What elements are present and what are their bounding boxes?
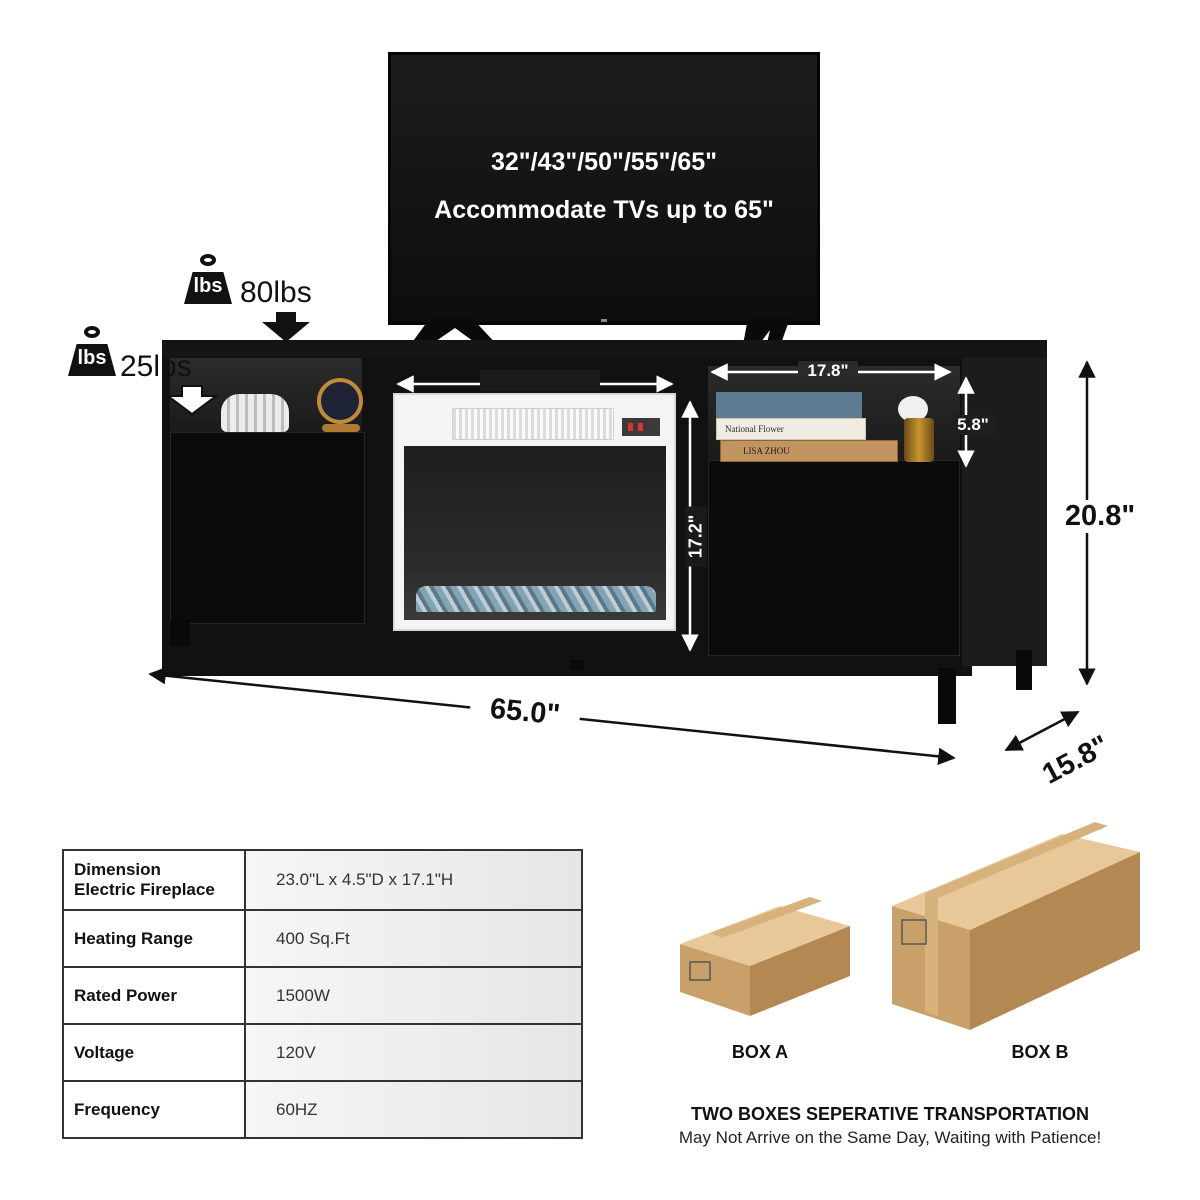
table-row: Dimension Electric Fireplace 23.0"L x 4.…: [62, 849, 583, 911]
spec-label: Dimension Electric Fireplace: [62, 849, 246, 911]
box-b-label: BOX B: [1011, 1042, 1069, 1062]
top-load-label: 80lbs: [240, 276, 312, 309]
weight-icon-ring: [84, 326, 100, 338]
spec-table: Dimension Electric Fireplace 23.0"L x 4.…: [62, 849, 583, 1139]
spec-label: Voltage: [62, 1023, 246, 1082]
cabinet-leg: [170, 620, 190, 646]
tv-screen: [388, 52, 820, 325]
spec-label: Frequency: [62, 1080, 246, 1139]
book: National Flower: [716, 418, 866, 440]
tv-logo: [601, 319, 607, 322]
book-title: National Flower: [725, 424, 784, 434]
spec-label: Heating Range: [62, 909, 246, 968]
clock-decor: [317, 378, 363, 424]
shelf-width-label: 17.8": [798, 361, 858, 381]
fireplace-control-panel: [622, 418, 660, 436]
weight-icon: lbs: [184, 272, 232, 304]
table-row: Heating Range 400 Sq.Ft: [62, 909, 583, 968]
shelf-load-label: 25lbs: [120, 350, 192, 383]
weight-icon: lbs: [68, 344, 116, 376]
clock-base: [322, 424, 360, 432]
book: [716, 392, 862, 418]
tv-sizes-text: 32"/43"/50"/55"/65": [490, 148, 718, 176]
fireplace-width-label: 23.0": [480, 370, 600, 391]
total-height-label: 20.8": [1055, 500, 1145, 533]
left-cabinet-door: [170, 432, 365, 624]
book-title: LISA ZHOU: [743, 446, 790, 456]
speaker-decor: [898, 396, 928, 422]
cabinet-top: [162, 340, 1047, 358]
cabinet-side: [962, 356, 1047, 666]
right-cabinet-door: [708, 460, 960, 656]
cabinet-leg: [1016, 650, 1032, 690]
weight-icon-ring: [200, 254, 216, 266]
spec-value: 1500W: [244, 966, 583, 1025]
table-row: Voltage 120V: [62, 1023, 583, 1082]
spec-label: Rated Power: [62, 966, 246, 1025]
vase-decor: [221, 394, 289, 432]
fireplace-crystals: [416, 586, 656, 612]
spec-value: 23.0"L x 4.5"D x 17.1"H: [244, 849, 583, 911]
spec-value: 120V: [244, 1023, 583, 1082]
table-row: Rated Power 1500W: [62, 966, 583, 1025]
shelf-height-label: 5.8": [952, 415, 994, 435]
shipping-note-title: TWO BOXES SEPERATIVE TRANSPORTATION: [690, 1104, 1090, 1124]
fireplace-vent: [452, 408, 614, 440]
candle-decor: [904, 418, 934, 462]
box-a-label: BOX A: [731, 1042, 789, 1062]
cabinet-leg: [570, 660, 584, 670]
table-row: Frequency 60HZ: [62, 1080, 583, 1139]
book: LISA ZHOU: [720, 440, 898, 462]
spec-value: 60HZ: [244, 1080, 583, 1139]
shipping-note-subtitle: May Not Arrive on the Same Day, Waiting …: [678, 1128, 1102, 1147]
spec-value: 400 Sq.Ft: [244, 909, 583, 968]
tv-caption-text: Accommodate TVs up to 65": [434, 196, 774, 224]
